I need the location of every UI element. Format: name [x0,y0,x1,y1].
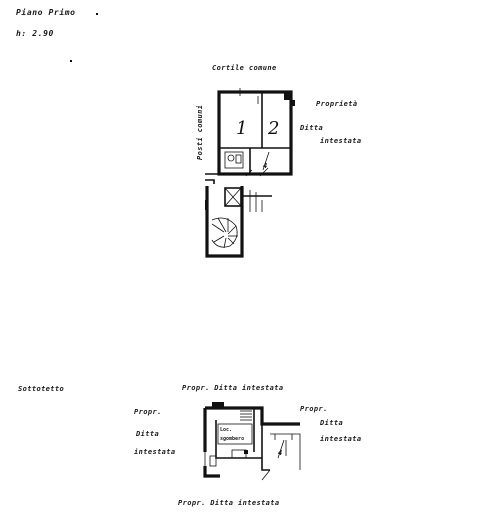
owner-top-label: Propr. Ditta intestata [182,384,284,392]
bathroom-fixture [224,151,244,169]
owner-left-2: Ditta [135,430,159,438]
stair-walls [205,186,244,258]
stair-tread [213,235,225,243]
gallery-wall [205,179,215,184]
chimney [212,402,224,407]
attic-top-wall [205,406,300,426]
parking-label: Posti comuni [196,105,204,160]
ink-dot [96,13,98,15]
stair-slash [277,439,285,459]
plan-title: Piano Primo [16,7,76,17]
attic-left-wall-low [203,466,220,478]
storage-label-1: Loc. [220,427,232,433]
courtyard-label: Cortile comune [212,64,277,72]
room-number-4: 4 [263,162,268,170]
ink-dot [70,60,72,62]
owner-bottom-label: Propr. Ditta intestata [178,499,280,507]
owner-left-3: intestata [134,448,176,456]
spiral-stair [211,217,238,248]
sink-icon [235,154,242,164]
room-number-4b: 4 [278,449,283,457]
owner-right-1: Propr. [300,405,328,413]
storage-room [217,423,253,445]
door-mark [261,469,271,481]
attic-title: Sottotetto [18,385,64,393]
door-mark [259,167,269,177]
storage-label-2: sgombero [220,436,244,442]
stair-tread [227,225,237,235]
attic-unit: Loc. sgombero 4 [203,402,301,481]
stair-tread [211,223,225,233]
stairwell [205,186,272,258]
owner-right-2: Ditta [319,419,343,427]
unit-outline [217,90,293,176]
door-mark [245,169,253,177]
owner-label-2: Ditta [299,124,323,132]
ceiling-height: h: 2.90 [16,29,54,38]
wc-icon [227,154,235,162]
stair-tread [223,237,227,249]
owner-label-3: intestata [320,137,362,145]
pillar [284,92,292,100]
room-number-1: 1 [236,118,247,139]
owner-left-1: Propr. [134,408,162,416]
fixture [231,449,247,459]
stair-tread [217,217,227,233]
pillar [290,100,295,106]
room-number-2: 2 [267,118,279,139]
owner-label-1: Proprietà [316,100,358,108]
stair-tread [227,237,235,245]
elevator-cross [224,187,242,207]
owner-right-3: intestata [320,435,362,443]
fixture [209,455,217,467]
upper-unit: 1 2 4 [205,88,295,184]
stair-slash [262,151,270,171]
elevator-shaft [224,187,242,207]
right-room [270,433,301,470]
pillar [205,200,208,210]
pillar [244,450,248,454]
right-wall [261,424,270,471]
